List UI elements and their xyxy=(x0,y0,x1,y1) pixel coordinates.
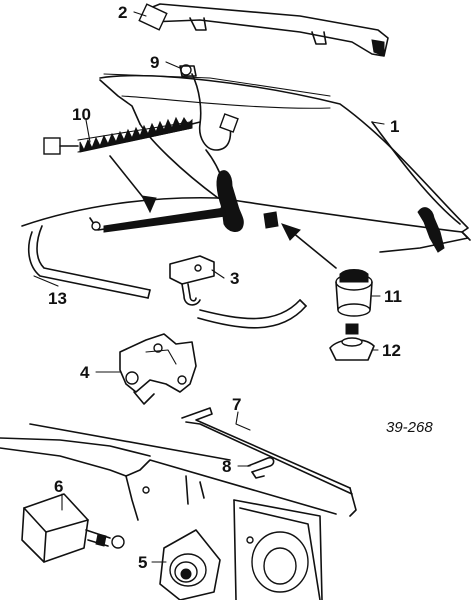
hood-bumper-part xyxy=(335,269,373,317)
callout-10: 10 xyxy=(72,105,91,124)
hood-panel-part xyxy=(99,73,471,253)
radiator-support-part xyxy=(21,196,227,233)
hood-spring-part xyxy=(43,116,201,155)
horn-relay-part xyxy=(21,493,125,563)
hood-latch-hook-part xyxy=(169,255,215,306)
arrow-bumper-to-hood xyxy=(281,223,337,269)
callout-5: 5 xyxy=(138,553,147,572)
horn-part xyxy=(159,529,221,600)
callout-13: 13 xyxy=(48,289,67,308)
callout-1: 1 xyxy=(390,117,399,136)
callout-12: 12 xyxy=(382,341,401,360)
callout-11: 11 xyxy=(384,287,402,306)
callout-4: 4 xyxy=(80,363,90,382)
callout-2: 2 xyxy=(118,3,127,22)
diagram-reference-number: 39-268 xyxy=(386,419,433,436)
callout-9: 9 xyxy=(150,53,159,72)
hood-seal-part xyxy=(27,225,307,329)
headlamp-housing-part xyxy=(239,507,321,600)
hood-front-reinforcement-part xyxy=(138,3,389,57)
callout-3: 3 xyxy=(230,269,239,288)
arrow-spring-to-frame xyxy=(109,155,157,214)
hood-latch-assembly-part xyxy=(119,333,197,405)
callout-7: 7 xyxy=(232,395,241,414)
hood-hook-part xyxy=(216,170,279,232)
hood-release-rod-part xyxy=(181,407,357,517)
callout-6: 6 xyxy=(54,477,63,496)
inner-fender-part xyxy=(0,423,337,600)
callout-8: 8 xyxy=(222,457,231,476)
leader-lines xyxy=(33,11,385,563)
release-rod-clip-part xyxy=(247,456,275,479)
bumper-nut-part xyxy=(329,323,375,361)
hood-prop-rod-part xyxy=(179,64,239,185)
